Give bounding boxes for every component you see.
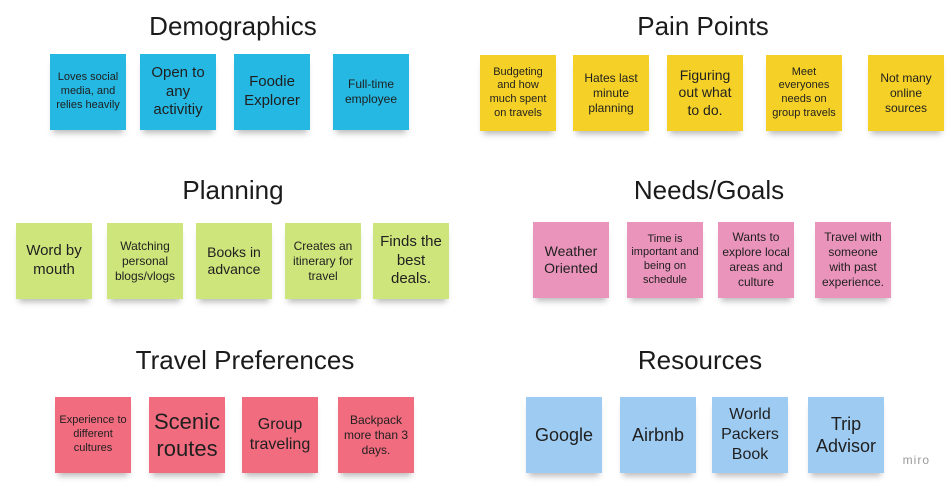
sticky-note[interactable]: Wants to explore local areas and culture — [718, 222, 794, 298]
sticky-note[interactable]: Backpack more than 3 days. — [338, 397, 414, 473]
sticky-note[interactable]: Foodie Explorer — [234, 54, 310, 130]
sticky-note-text: Foodie Explorer — [244, 73, 300, 109]
sticky-note[interactable]: Books in advance — [196, 223, 272, 299]
section-title-travel-preferences: Travel Preferences — [135, 345, 355, 375]
sticky-note-text: Full-time employee — [344, 77, 398, 106]
section-title-needs-goals: Needs/Goals — [633, 175, 785, 205]
sticky-note-text: Time is important and being on schedule — [631, 232, 699, 286]
sticky-note-text: Creates an itinerary for travel — [292, 238, 354, 283]
miro-watermark: miro — [902, 453, 930, 467]
sticky-note-text: Loves social media, and relies heavily — [56, 71, 120, 111]
sticky-note[interactable]: Weather Oriented — [533, 222, 609, 298]
sticky-note[interactable]: Google — [526, 397, 602, 473]
sticky-note-text: Not many online sources — [880, 70, 932, 115]
sticky-note-text: Trip Advisor — [815, 413, 877, 457]
sticky-note[interactable]: Loves social media, and relies heavily — [50, 54, 126, 130]
sticky-note-text: Open to any activitiy — [151, 63, 205, 119]
sticky-note[interactable]: Scenic routes — [149, 397, 225, 473]
sticky-note[interactable]: Not many online sources — [868, 55, 944, 131]
sticky-note[interactable]: Experience to different cultures — [55, 397, 131, 473]
section-title-demographics: Demographics — [149, 11, 317, 41]
sticky-note-text: Hates last minute planning — [584, 70, 638, 115]
sticky-note[interactable]: Finds the best deals. — [373, 223, 449, 299]
section-title-resources: Resources — [637, 345, 763, 375]
sticky-note-text: Watching personal blogs/vlogs — [114, 238, 176, 283]
sticky-note[interactable]: Time is important and being on schedule — [627, 222, 703, 298]
sticky-note-text: Figuring out what to do. — [678, 66, 732, 118]
sticky-note[interactable]: Airbnb — [620, 397, 696, 473]
sticky-note-text: Finds the best deals. — [380, 232, 442, 288]
section-title-planning: Planning — [182, 175, 284, 205]
sticky-note[interactable]: Creates an itinerary for travel — [285, 223, 361, 299]
sticky-note-text: Group traveling — [249, 416, 311, 453]
sticky-note-text: Budgeting and how much spent on travels — [489, 65, 547, 119]
sticky-note[interactable]: World Packers Book — [712, 397, 788, 473]
sticky-note-text: Google — [534, 424, 594, 445]
sticky-note[interactable]: Figuring out what to do. — [667, 55, 743, 131]
section-title-pain-points: Pain Points — [637, 11, 769, 41]
sticky-note[interactable]: Travel with someone with past experience… — [815, 222, 891, 298]
sticky-note-text: Weather Oriented — [544, 242, 598, 277]
sticky-note[interactable]: Group traveling — [242, 397, 318, 473]
sticky-note[interactable]: Full-time employee — [333, 54, 409, 130]
sticky-note[interactable]: Hates last minute planning — [573, 55, 649, 131]
sticky-note-text: Scenic routes — [153, 408, 221, 462]
sticky-note-text: Airbnb — [631, 424, 685, 445]
sticky-note-text: Meet everyones needs on group travels — [772, 65, 836, 119]
sticky-note-text: Word by mouth — [26, 242, 82, 278]
sticky-note[interactable]: Trip Advisor — [808, 397, 884, 473]
sticky-note[interactable]: Open to any activitiy — [140, 54, 216, 130]
sticky-note[interactable]: Budgeting and how much spent on travels — [480, 55, 556, 131]
sticky-note[interactable]: Word by mouth — [16, 223, 92, 299]
sticky-note-text: Wants to explore local areas and culture — [722, 230, 790, 289]
sticky-note-text: World Packers Book — [721, 406, 779, 463]
sticky-note-text: Experience to different cultures — [59, 414, 127, 454]
sticky-note[interactable]: Watching personal blogs/vlogs — [107, 223, 183, 299]
sticky-note-text: Books in advance — [207, 243, 261, 278]
sticky-note-text: Backpack more than 3 days. — [343, 412, 409, 457]
sticky-note[interactable]: Meet everyones needs on group travels — [766, 55, 842, 131]
sticky-note-text: Travel with someone with past experience… — [821, 230, 885, 289]
